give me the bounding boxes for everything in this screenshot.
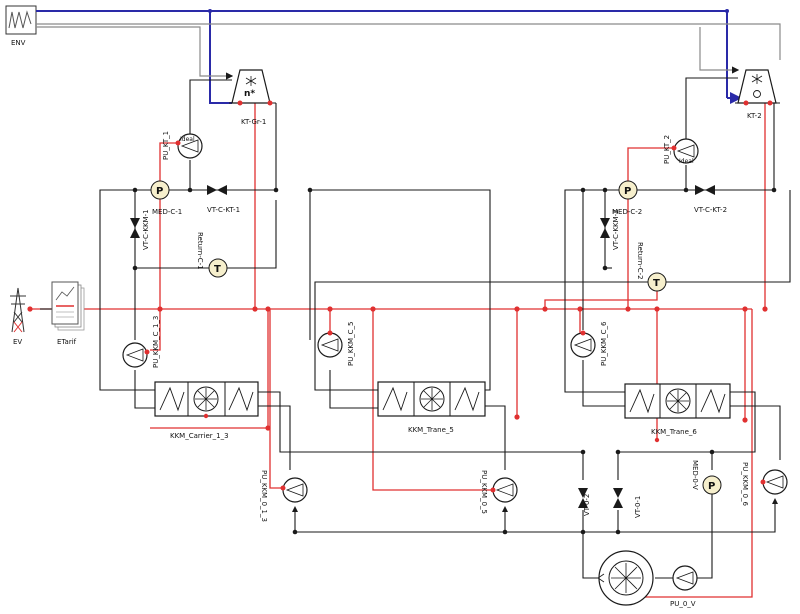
kt-gr-1-label: KT-Gr-1 xyxy=(241,118,267,126)
svg-text:P: P xyxy=(708,481,715,492)
pu-kkm-0-1-3-label: PU_KKM_0_1_3 xyxy=(260,470,268,522)
valve-vt-0-1[interactable] xyxy=(613,488,623,508)
med-c-2-label: MED-C-2 xyxy=(612,208,643,216)
tower-2-fan-icon xyxy=(753,90,761,98)
vt-c-kkm-1-label: VT-C-KKM-1 xyxy=(142,209,150,250)
return-c-1-label: Return-C-1 xyxy=(196,232,204,270)
pump-0-v[interactable] xyxy=(672,565,698,591)
svg-text:P: P xyxy=(156,186,163,197)
pu-kt-1-label: PU_KT_1 xyxy=(162,130,170,160)
ev-grid-tower-icon[interactable] xyxy=(10,287,26,333)
vt-c-kkm-2-label: VT-C-KKM-2 xyxy=(612,209,620,250)
chiller-kkm-trane-6[interactable] xyxy=(624,383,731,443)
vt-0-2-label: VT-0-2 xyxy=(583,493,591,516)
vt-0-1-label: VT-0-1 xyxy=(634,495,642,518)
pressure-sensor-med-c-1[interactable]: P xyxy=(150,180,170,200)
valve-vt-c-kt-1[interactable] xyxy=(207,185,227,195)
pressure-sensor-med-c-2[interactable]: P xyxy=(618,180,638,200)
valve-vt-0-2[interactable] xyxy=(578,488,588,508)
pu-kt-2-label: PU_KT_2 xyxy=(663,134,671,164)
return-c-2[interactable]: T xyxy=(647,272,667,292)
consumer-fan-unit[interactable] xyxy=(597,550,654,606)
svg-text:P: P xyxy=(624,186,631,197)
chiller-kkm-trane-5[interactable] xyxy=(377,381,486,417)
pump-kt-2[interactable] xyxy=(671,138,699,164)
med-c-1-label: MED-C-1 xyxy=(152,208,183,216)
return-c-1[interactable]: T xyxy=(208,258,228,278)
pu-kkm-c-5-label: PU_KKM_C_5 xyxy=(347,321,355,366)
med-0-v-label: MED-0-V xyxy=(691,460,699,490)
vt-c-kt-2-label: VT-C-KT-2 xyxy=(694,206,728,214)
pump-kt-1[interactable] xyxy=(175,133,203,159)
ideal-tags: Ideal Ideal xyxy=(180,136,694,165)
pressure-sensor-med-0-v[interactable]: P xyxy=(702,475,722,495)
kkm-trane-6-label: KKM_Trane_6 xyxy=(651,428,697,436)
etarif-label: ETarif xyxy=(57,338,77,346)
pump-kkm-0-1-3[interactable] xyxy=(280,477,308,512)
pump-kkm-c-5[interactable] xyxy=(317,330,343,358)
pu-kkm-c-6-label: PU_KKM_C_6 xyxy=(600,321,608,366)
pu-kkm-c-1-3-label: PU_KKM_C_1_3 xyxy=(152,315,160,368)
kkm-trane-5-label: KKM_Trane_5 xyxy=(408,426,454,434)
cooling-tower-2[interactable] xyxy=(735,69,780,106)
pu-kkm-0-6-label: PU_KKM_0_6 xyxy=(741,462,749,506)
return-c-2-label: Return-C-2 xyxy=(636,242,644,280)
pipe-nodes xyxy=(132,187,777,535)
svg-text:T: T xyxy=(214,264,221,275)
valve-vt-c-kkm-2[interactable] xyxy=(600,218,610,238)
ev-label: EV xyxy=(13,338,23,346)
kt-2-label: KT-2 xyxy=(747,112,762,120)
pump-kkm-0-6[interactable] xyxy=(760,469,788,504)
ideal-tag-pu-0-v: Ideal xyxy=(679,158,694,165)
pump-kkm-c-6[interactable] xyxy=(570,330,596,358)
valve-vt-c-kt-2[interactable] xyxy=(695,185,715,195)
svg-text:T: T xyxy=(653,278,660,289)
env-block[interactable] xyxy=(5,5,37,35)
cooling-tower-1[interactable]: n* xyxy=(229,69,276,106)
etarif-block[interactable] xyxy=(51,281,85,331)
pump-kkm-0-5[interactable] xyxy=(490,477,518,512)
env-signal-links xyxy=(36,9,781,104)
ideal-tag-kt-1: Ideal xyxy=(180,136,195,143)
env-label: ENV xyxy=(11,39,26,47)
pump-kkm-c-1-3[interactable] xyxy=(122,342,150,368)
chiller-kkm-carrier-1-3[interactable] xyxy=(154,381,259,419)
kkm-carrier-1-3-label: KKM_Carrier_1_3 xyxy=(170,432,229,440)
valve-vt-c-kkm-1[interactable] xyxy=(130,218,140,238)
tower-1-fan-text: n* xyxy=(244,89,255,99)
vt-c-kt-1-label: VT-C-KT-1 xyxy=(207,206,241,214)
pu-kkm-0-5-label: PU_KKM_0_5 xyxy=(480,470,488,514)
pu-0-v-label: PU_0_V xyxy=(670,600,696,608)
